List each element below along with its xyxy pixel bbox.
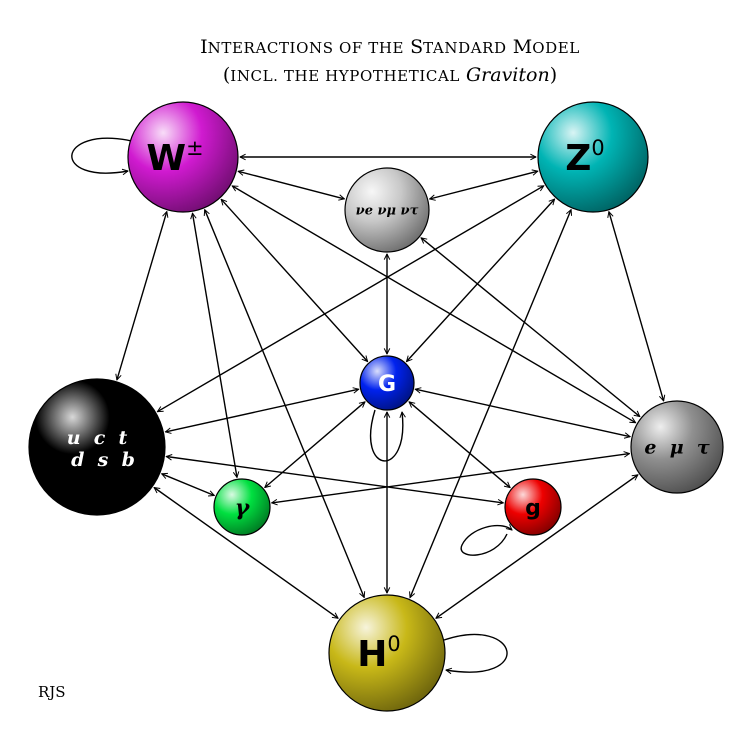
edge-W-H [205, 210, 365, 598]
gluon-node: g [504, 478, 562, 536]
quarks-node: u c td s b [28, 378, 166, 516]
w-boson-node: W± [127, 101, 239, 213]
quarks-label-line-1: u c t [67, 427, 128, 449]
gluon-label: g [525, 496, 541, 521]
photon-label: γ [235, 495, 251, 521]
graviton-label: G [378, 372, 396, 397]
edge-G-gamma [265, 402, 365, 488]
photon-node: γ [213, 478, 271, 536]
quarks-sphere [28, 378, 166, 516]
z-boson-superscript: 0 [591, 136, 604, 160]
author-credit: RJS [38, 683, 66, 701]
higgs-symbol: H [357, 634, 387, 675]
graviton-sphere [359, 355, 415, 411]
higgs-superscript: 0 [387, 632, 400, 656]
w-boson-symbol: W [146, 138, 186, 179]
neutrinos-node: νe νμ ντ [344, 167, 430, 253]
w-boson-label: W± [146, 136, 203, 179]
edge-G-gluon [409, 402, 510, 488]
graviton-symbol: G [378, 372, 396, 397]
neutrinos-sphere [344, 167, 430, 253]
higgs-label: H0 [357, 632, 400, 675]
interaction-edges [117, 157, 664, 618]
edge-quarks-H [154, 488, 338, 619]
edge-G-leptons [415, 389, 630, 437]
edge-W-quarks [117, 212, 167, 380]
gluon-symbol: g [525, 496, 541, 521]
z-boson-symbol: Z [565, 138, 591, 179]
edge-leptons-H [436, 475, 638, 619]
w-boson-superscript: ± [186, 136, 204, 160]
diagram-title-line-2: (INCL. THE HYPOTHETICAL Graviton) [223, 64, 557, 86]
charged-leptons-label-line-1: e μ τ [644, 437, 709, 459]
z-boson-sphere [537, 101, 649, 213]
self-loop-G [369, 409, 403, 462]
self-loop-gluon [460, 526, 512, 556]
charged-leptons-sphere [630, 400, 724, 494]
graviton-node: G [359, 355, 415, 411]
edge-quarks-gamma [162, 474, 215, 496]
edge-W-gamma [193, 213, 238, 477]
photon-sphere [213, 478, 271, 536]
edge-W-leptons [232, 185, 635, 424]
self-loop-W [71, 137, 133, 173]
higgs-node: H0 [328, 594, 446, 712]
edge-nu-leptons [421, 238, 640, 417]
charged-leptons-node: e μ τ [630, 400, 724, 494]
photon-symbol: γ [235, 495, 251, 521]
self-loop-H [443, 634, 508, 673]
w-boson-sphere [127, 101, 239, 213]
edge-Z-nu [430, 171, 538, 199]
edge-Z-leptons [609, 212, 664, 401]
quarks-label-line-2: d s b [71, 449, 135, 471]
edge-W-nu [238, 171, 344, 199]
gluon-sphere [504, 478, 562, 536]
edge-quarks-G [165, 389, 358, 432]
z-boson-node: Z0 [537, 101, 649, 213]
diagram-title-line-1: INTERACTIONS OF THE STANDARD MODEL [200, 36, 580, 58]
higgs-sphere [328, 594, 446, 712]
edge-W-G [221, 199, 367, 361]
z-boson-label: Z0 [565, 136, 604, 179]
self-interaction-loops [71, 137, 512, 673]
neutrinos-label-line-1: νe νμ ντ [356, 204, 419, 219]
